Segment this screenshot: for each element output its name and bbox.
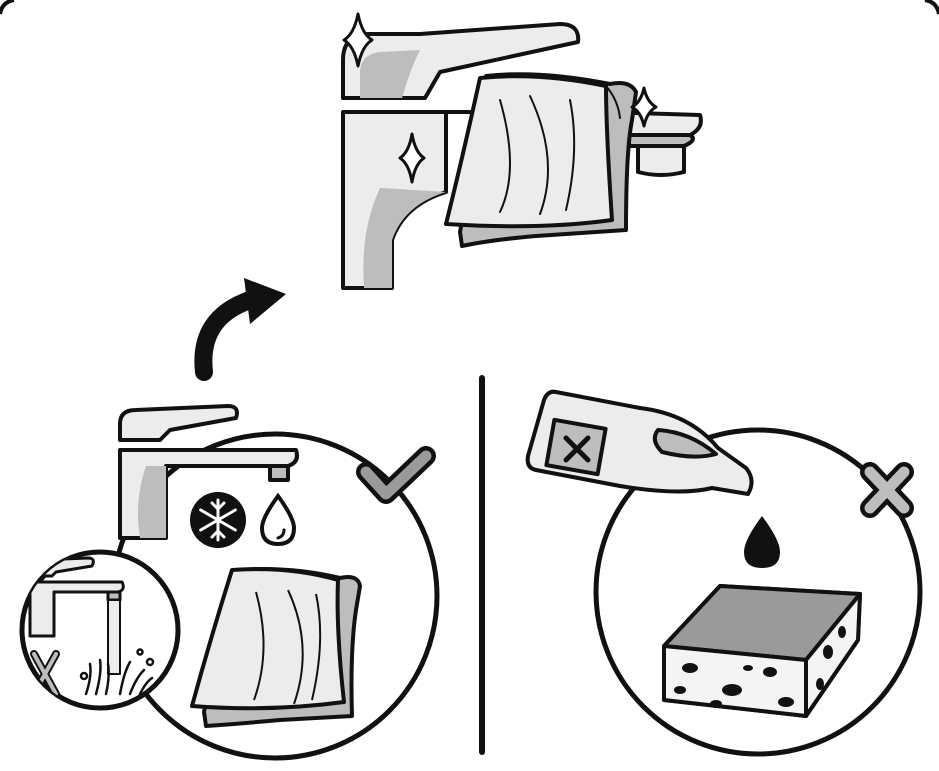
sparkle-icon xyxy=(398,132,426,184)
no-running-water-inset xyxy=(19,549,181,711)
cross-icon xyxy=(860,462,914,518)
water-stream xyxy=(107,599,121,675)
top-faucet-with-cloth xyxy=(341,12,703,290)
cloth-icon xyxy=(444,72,638,248)
curved-arrow-icon xyxy=(194,278,286,381)
water-drop-icon xyxy=(259,492,297,547)
cloth-icon xyxy=(190,567,362,728)
frame-corner-top-right xyxy=(924,0,939,15)
check-icon xyxy=(356,446,436,504)
drop-icon xyxy=(744,516,780,568)
faucet-icon xyxy=(118,404,299,540)
frame-corner-top-left xyxy=(0,0,15,15)
splash-icon xyxy=(79,648,155,696)
sparkle-icon xyxy=(342,12,374,68)
do-not-section xyxy=(525,389,923,757)
sparkle-icon xyxy=(630,86,658,128)
cold-icon xyxy=(190,492,246,548)
cleaner-bottle-icon xyxy=(525,389,754,496)
sponge-icon xyxy=(662,584,862,718)
do-section xyxy=(19,404,440,761)
